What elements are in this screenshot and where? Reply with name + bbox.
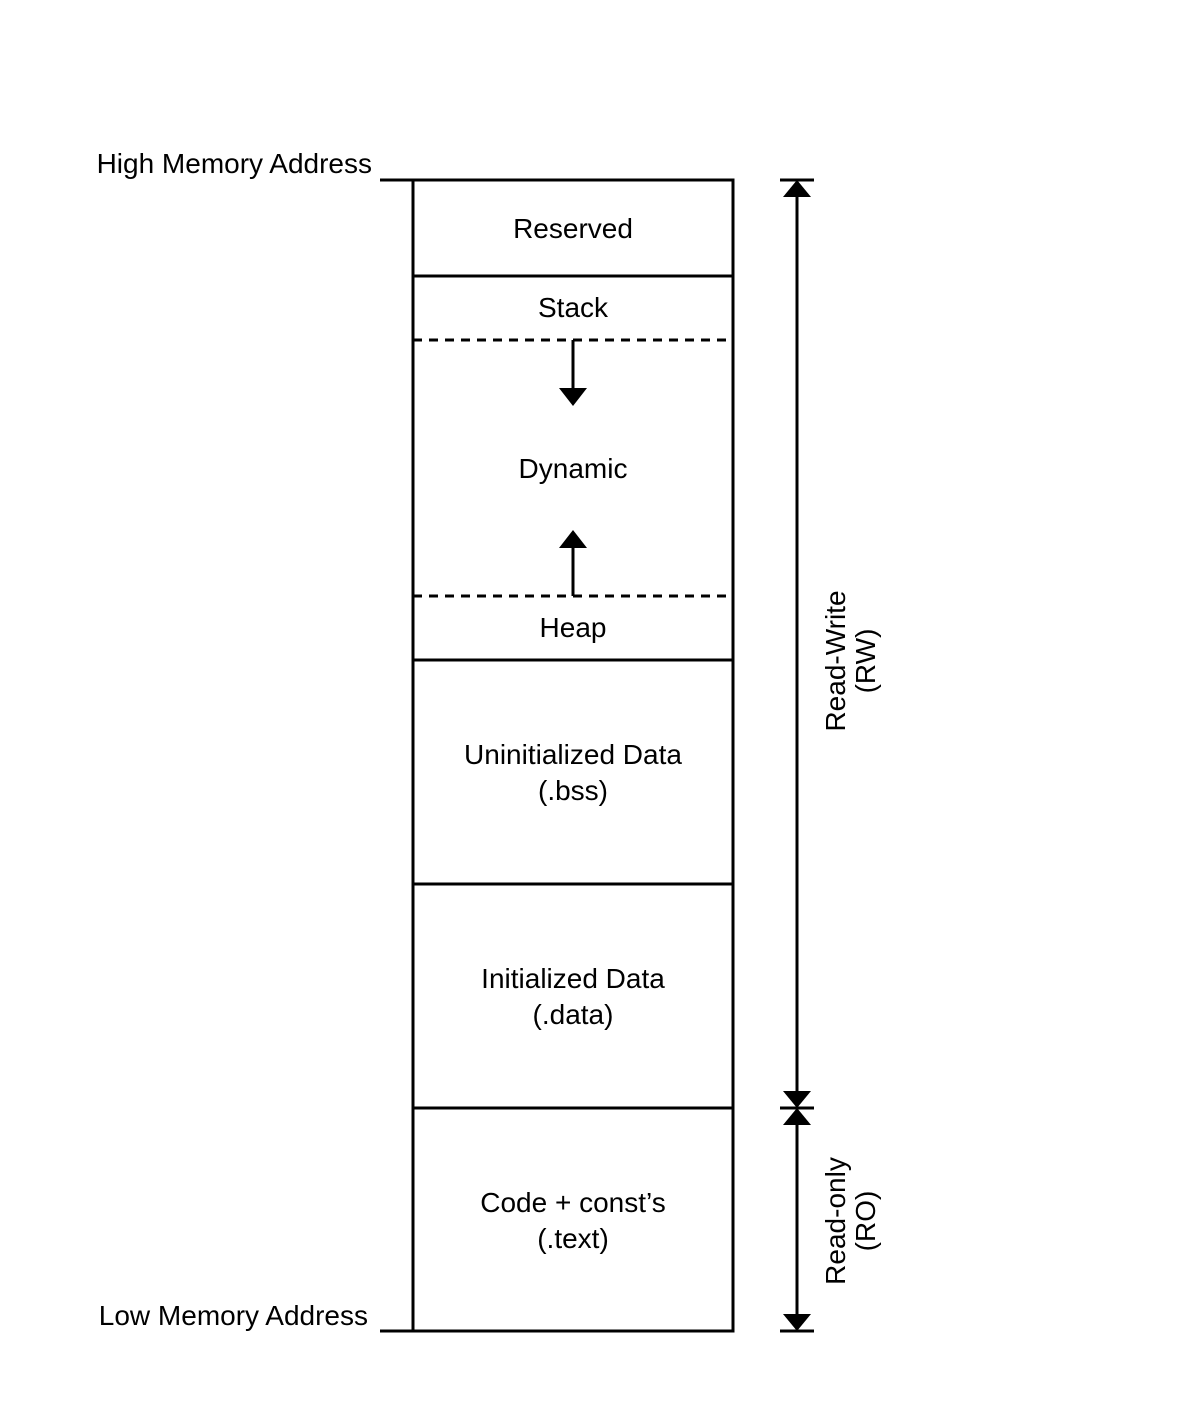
text-label-line1: Code + const’s xyxy=(480,1187,666,1218)
read-only-label-line1: Read-only xyxy=(820,1157,851,1285)
high-memory-address-label: High Memory Address xyxy=(97,148,372,179)
heap-growth-arrow-up-icon xyxy=(559,530,587,596)
data-label-line2: (.data) xyxy=(533,999,614,1030)
read-write-label-line1: Read-Write xyxy=(820,590,851,731)
bss-label-line2: (.bss) xyxy=(538,775,608,806)
read-only-label-line2: (RO) xyxy=(850,1191,881,1252)
data-label-line1: Initialized Data xyxy=(481,963,665,994)
heap-label: Heap xyxy=(540,612,607,643)
read-write-range-bracket xyxy=(780,178,814,1108)
memory-column xyxy=(411,178,735,1333)
low-memory-address-label: Low Memory Address xyxy=(99,1300,368,1331)
bss-label-line1: Uninitialized Data xyxy=(464,739,682,770)
stack-label: Stack xyxy=(538,292,609,323)
dynamic-label: Dynamic xyxy=(519,453,628,484)
text-label-line2: (.text) xyxy=(537,1223,609,1254)
read-write-label-line2: (RW) xyxy=(850,629,881,694)
stack-growth-arrow-down-icon xyxy=(559,340,587,406)
reserved-label: Reserved xyxy=(513,213,633,244)
read-only-range-bracket xyxy=(780,1108,814,1333)
